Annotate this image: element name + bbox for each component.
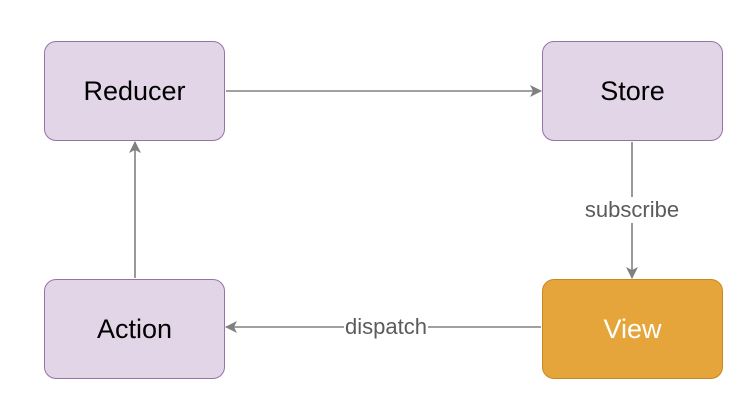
action-node[interactable]: Action: [44, 279, 225, 379]
store-node[interactable]: Store: [542, 41, 723, 141]
action-label: Action: [96, 313, 173, 344]
reducer-node[interactable]: Reducer: [44, 41, 225, 141]
subscribe-edge-label: subscribe: [583, 197, 681, 223]
dispatch-edge-label: dispatch: [344, 314, 428, 340]
store-label: Store: [600, 75, 665, 106]
view-label: View: [603, 313, 662, 344]
reducer-label: Reducer: [83, 75, 186, 106]
view-node[interactable]: View: [542, 279, 723, 379]
